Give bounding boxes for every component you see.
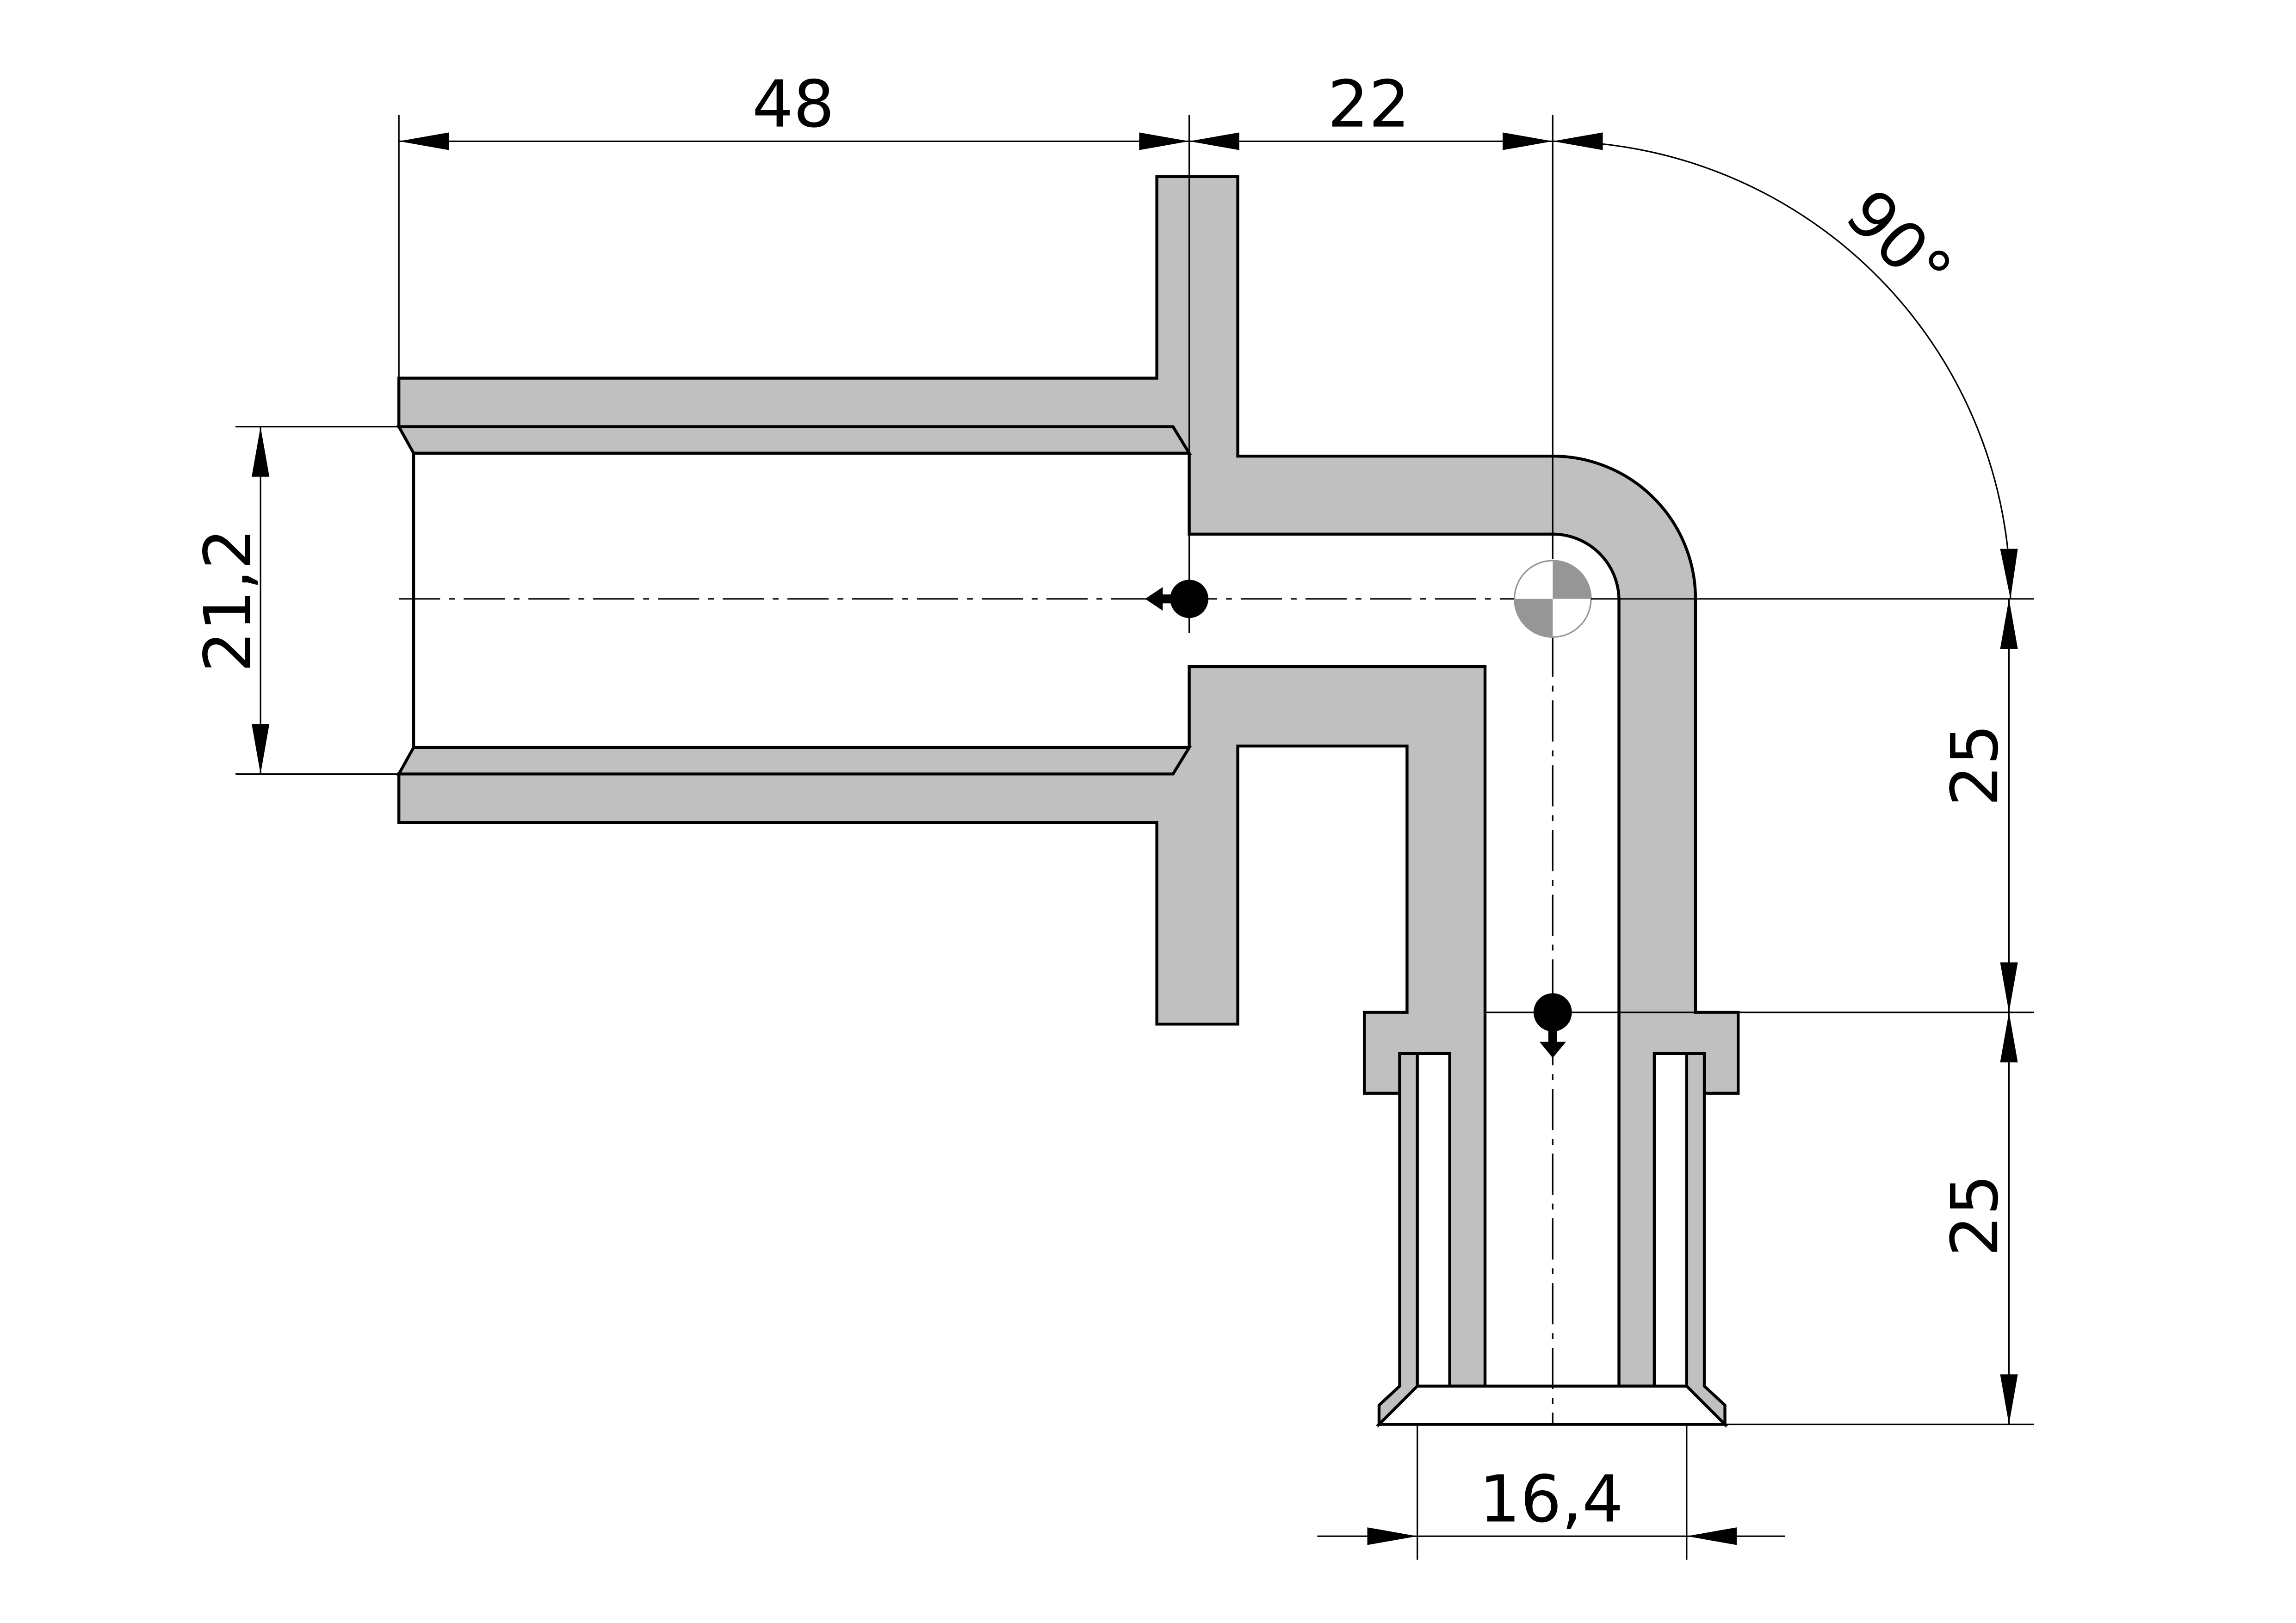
dimension-outlet [1317, 1527, 1786, 1545]
dim-48-label: 48 [752, 67, 835, 142]
dim-lower-25-label: 25 [1937, 1174, 2013, 1257]
center-mark-icon [1514, 560, 1592, 638]
upper-chamfer-strip [396, 425, 1192, 455]
dim-outlet-label: 16,4 [1479, 1462, 1623, 1537]
dimension-angle [1553, 140, 2018, 599]
outlet-marker-icon [1534, 993, 1572, 1058]
dim-upper-25-label: 25 [1937, 724, 2013, 806]
dim-22-label: 22 [1328, 67, 1410, 142]
inlet-marker-icon [1145, 580, 1208, 618]
lower-wall-section [397, 665, 1487, 1388]
dimension-bore [252, 426, 270, 774]
dim-bore-label: 21,2 [191, 528, 266, 673]
dimension-right [2000, 599, 2018, 1425]
right-sleeve [1685, 1052, 1727, 1428]
dimension-top [399, 132, 1603, 150]
left-sleeve [1377, 1052, 1419, 1428]
lower-chamfer-strip [396, 746, 1192, 776]
dim-angle-label: 90° [1831, 176, 1966, 310]
extension-lines [235, 115, 2034, 1560]
